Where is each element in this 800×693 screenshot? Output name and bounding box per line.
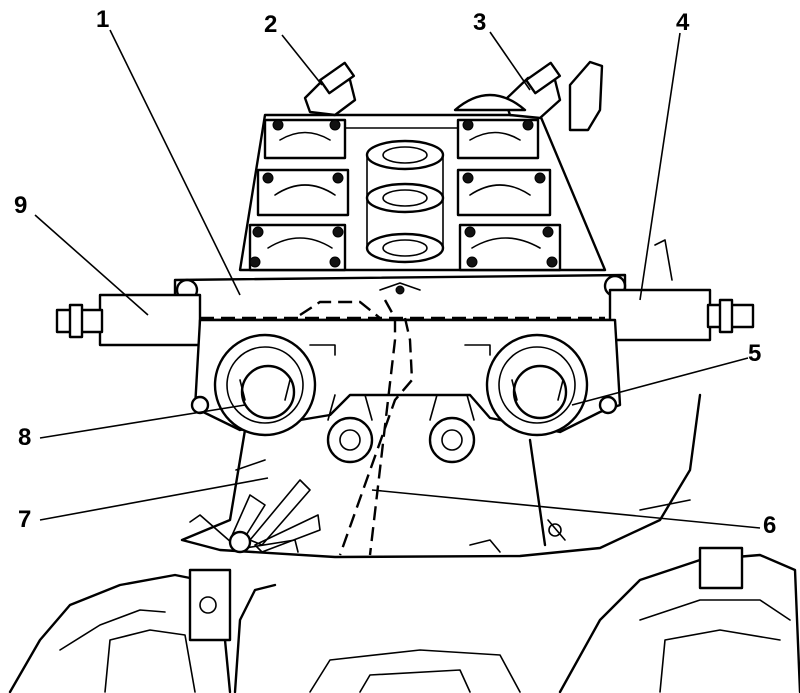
leader-8 xyxy=(39,404,246,439)
callout-7: 7 xyxy=(18,506,31,533)
cam-caps-right xyxy=(456,118,562,272)
callout-labels: 1 2 3 4 5 6 7 8 9 xyxy=(14,6,776,539)
fixture-tube-left xyxy=(98,293,202,347)
leader-4 xyxy=(639,32,681,301)
holding-fixture xyxy=(55,239,755,347)
front-housing xyxy=(190,318,622,464)
bore-right xyxy=(485,333,589,437)
callout-1: 1 xyxy=(96,6,109,33)
leader-2 xyxy=(281,34,323,86)
fixture-tube-right xyxy=(608,288,712,342)
cylinder-head xyxy=(238,60,607,272)
block-bracket xyxy=(188,568,232,642)
head-shroud xyxy=(180,393,702,559)
cam-sensor-left xyxy=(303,61,357,117)
callout-3: 3 xyxy=(473,9,486,36)
callout-6: 6 xyxy=(763,512,776,539)
housing-bosses xyxy=(326,394,476,464)
hidden-guide-dashed xyxy=(200,299,605,556)
engine-block-lower xyxy=(8,546,800,693)
leader-3 xyxy=(489,31,531,91)
spark-plug-wells xyxy=(365,139,445,264)
callout-4: 4 xyxy=(676,9,690,36)
cam-caps-left xyxy=(248,118,350,272)
bore-left xyxy=(213,333,317,437)
leader-7 xyxy=(39,477,269,521)
block-boss-right xyxy=(698,546,744,590)
callout-8: 8 xyxy=(18,424,31,451)
callout-9: 9 xyxy=(14,192,27,219)
callout-5: 5 xyxy=(748,340,761,367)
brush-tool xyxy=(189,479,321,554)
leader-lines xyxy=(34,29,761,529)
leader-1 xyxy=(109,29,241,296)
leader-5 xyxy=(571,357,749,406)
leader-9 xyxy=(34,214,149,316)
callout-2: 2 xyxy=(264,11,277,38)
leader-6 xyxy=(371,489,761,529)
